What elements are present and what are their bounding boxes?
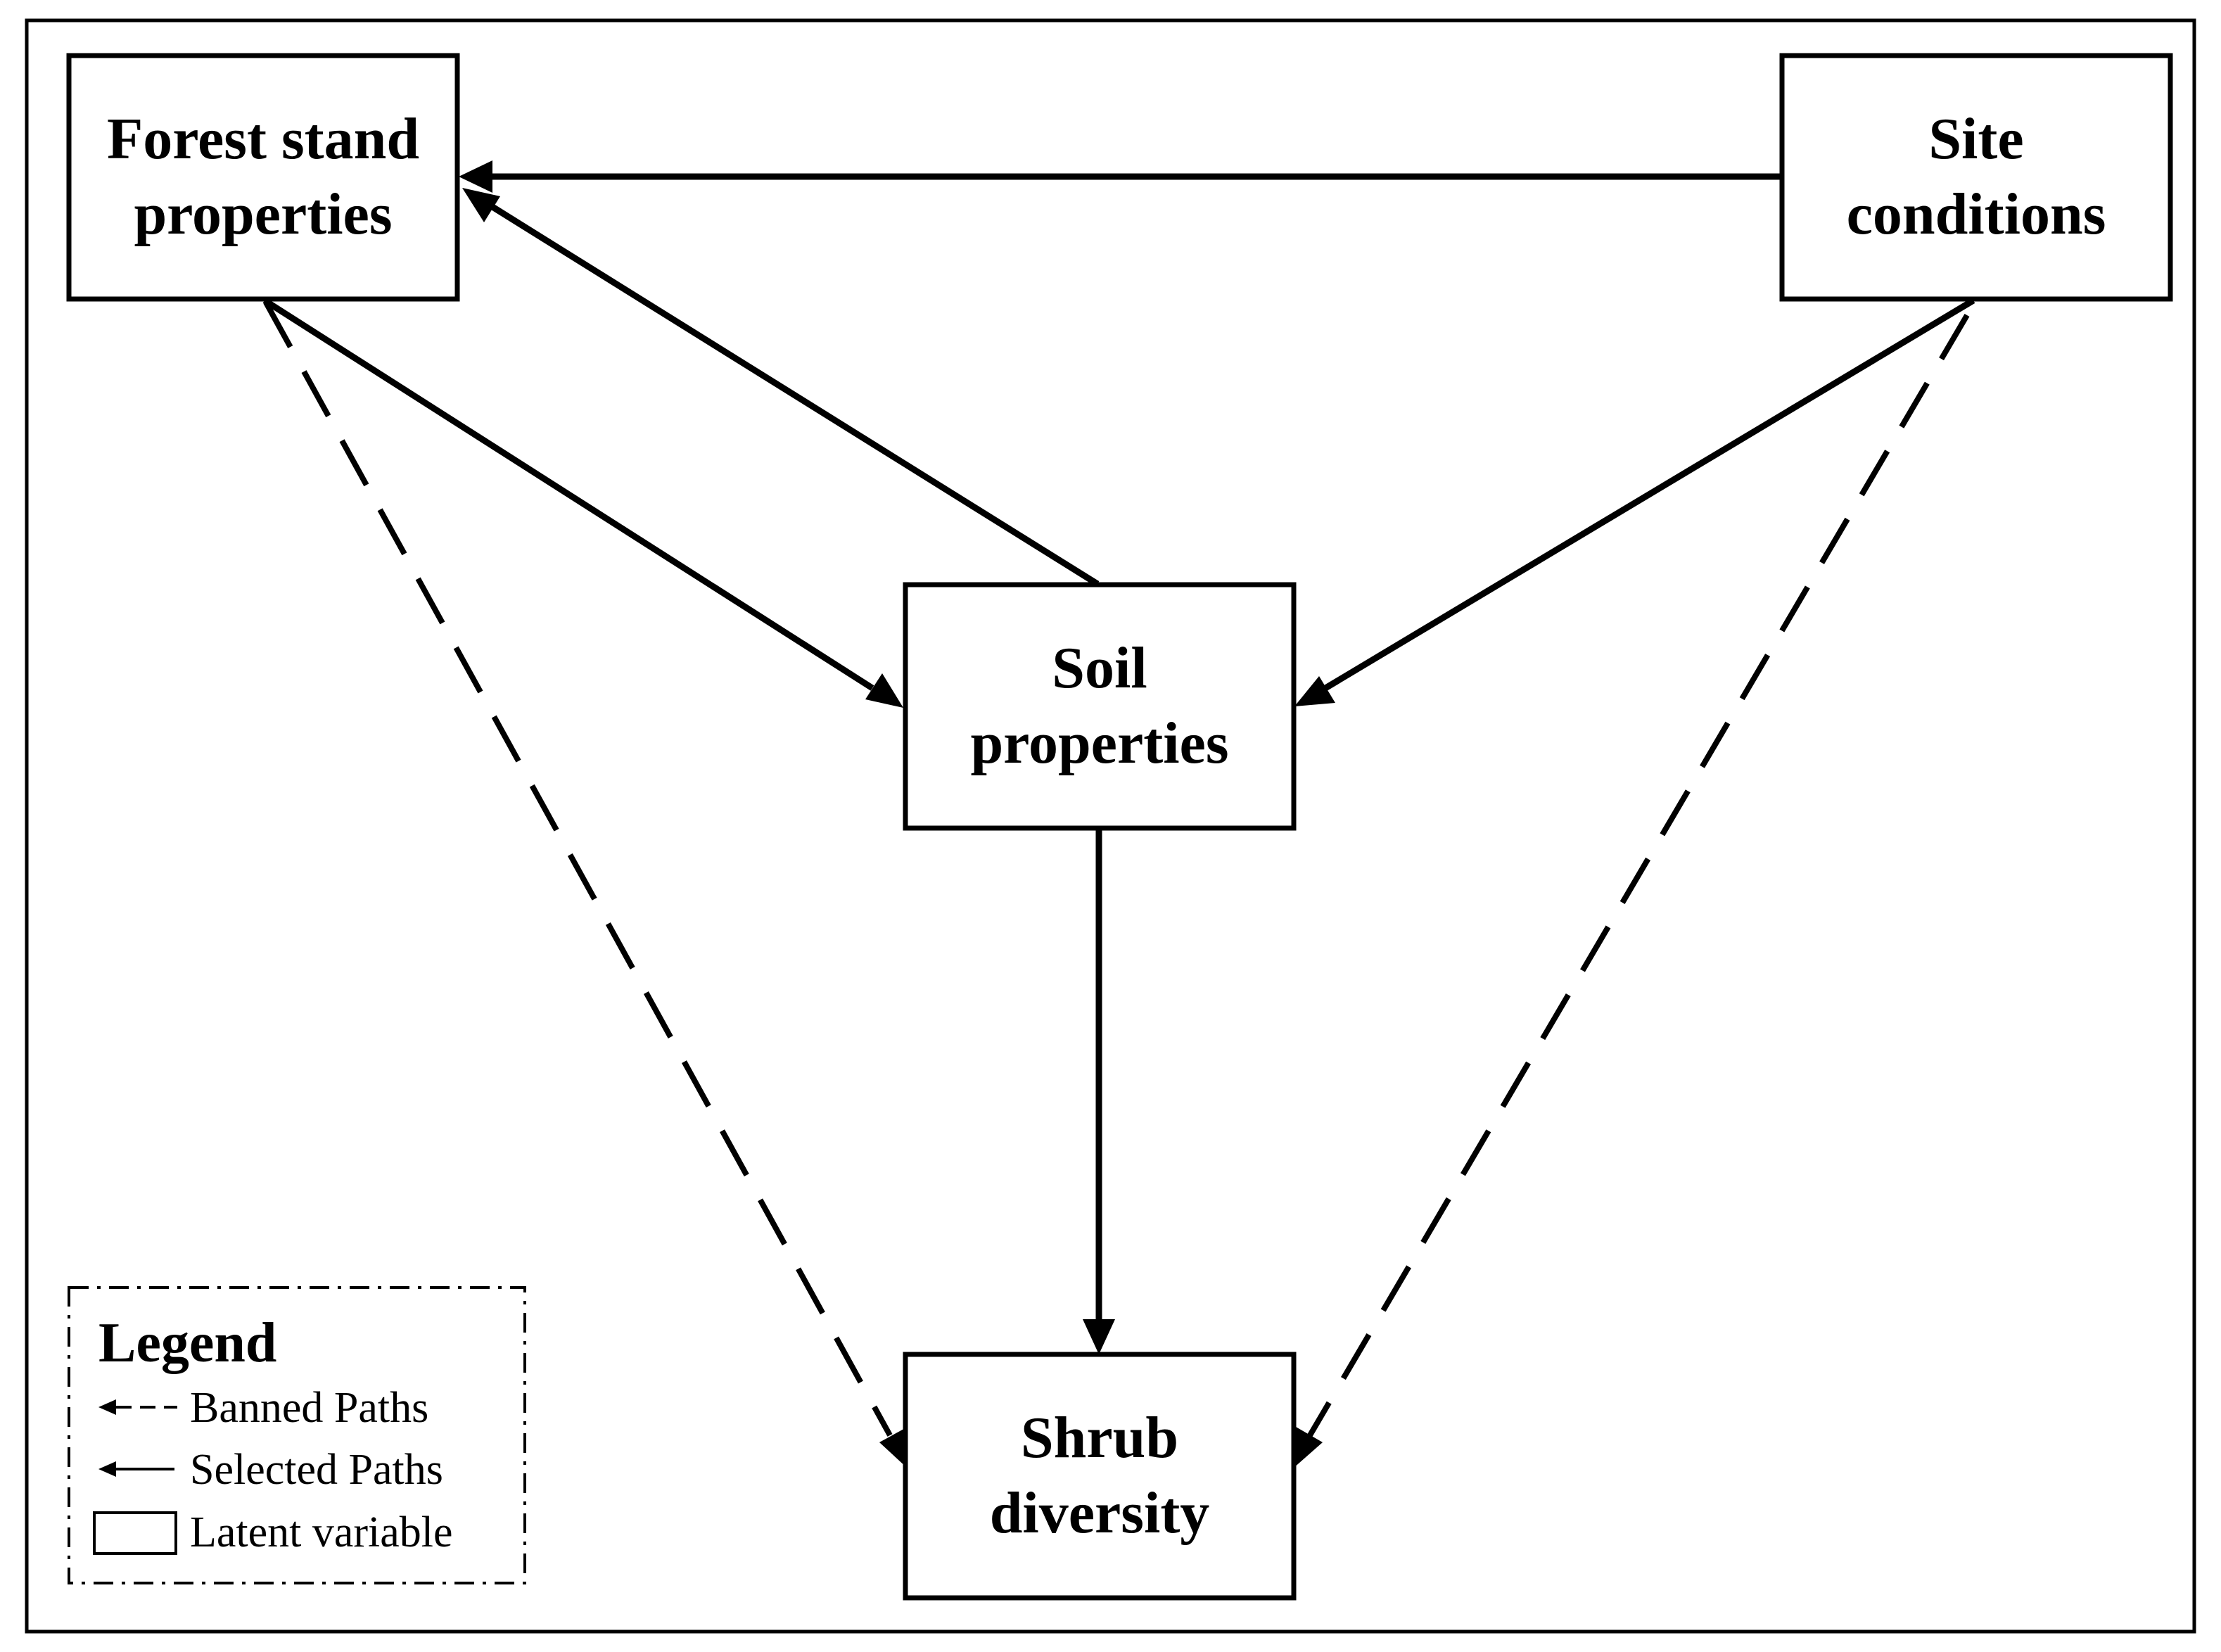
node-label-line1: Forest stand <box>107 106 419 172</box>
arrowhead-icon <box>462 188 500 222</box>
edge-site-to-shrub-banned <box>1293 313 1970 1468</box>
node-label-line2: diversity <box>990 1480 1210 1546</box>
arrowhead-icon <box>459 160 492 193</box>
node-label-line1: Soil <box>1052 635 1147 701</box>
arrowhead-icon <box>1294 676 1335 706</box>
legend-selected-label: Selected Paths <box>190 1446 443 1494</box>
edge-site-to-forest <box>459 160 1782 193</box>
node-label-line2: conditions <box>1847 182 2106 247</box>
edge-soil-to-shrub <box>1083 829 1115 1354</box>
legend-latent-label: Latent variable <box>190 1508 453 1556</box>
node-shrub-diversity: Shrub diversity <box>903 1352 1297 1601</box>
node-soil-properties: Soil properties <box>903 582 1297 831</box>
node-label-line1: Site <box>1928 106 2023 172</box>
arrowhead-icon <box>98 1461 116 1477</box>
node-label-line2: properties <box>134 182 392 247</box>
legend-title: Legend <box>98 1312 276 1374</box>
legend-banned-sample <box>98 1399 177 1415</box>
node-site-conditions: Site conditions <box>1779 53 2173 302</box>
edge-soil-to-forest <box>462 188 1100 587</box>
figure-frame <box>25 18 2196 1634</box>
node-label-line2: properties <box>970 711 1228 776</box>
legend-latent-box <box>93 1511 177 1555</box>
edge-forest-to-shrub-banned <box>263 301 908 1468</box>
arrowhead-icon <box>879 1427 908 1468</box>
edge-site-to-soil <box>1294 298 1975 706</box>
arrowhead-icon <box>865 673 903 708</box>
legend: Legend Banned Paths Selected Paths Laten… <box>68 1286 526 1584</box>
legend-border <box>68 1286 526 1584</box>
arrowhead-icon <box>1293 1427 1323 1468</box>
legend-banned-label: Banned Paths <box>190 1384 428 1432</box>
arrowhead-icon <box>1083 1319 1115 1354</box>
legend-selected-sample <box>98 1461 174 1477</box>
node-label-line1: Shrub <box>1021 1405 1178 1470</box>
arrowhead-icon <box>98 1399 116 1415</box>
edge-forest-to-soil <box>262 298 903 708</box>
node-forest-stand-properties: Forest stand properties <box>66 53 460 302</box>
